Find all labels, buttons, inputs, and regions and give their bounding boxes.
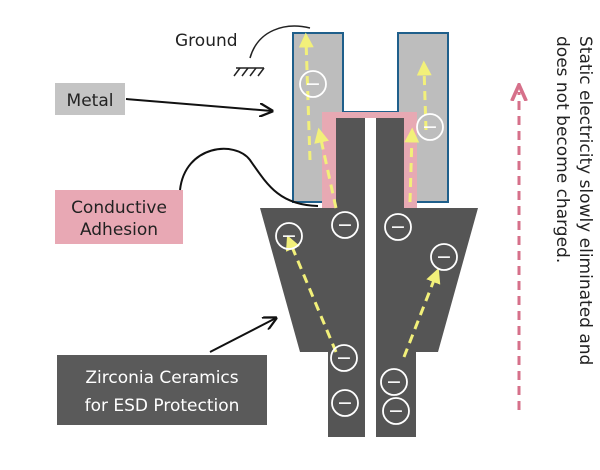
charge-icon: − (275, 222, 303, 250)
svg-text:−: − (388, 400, 404, 422)
static-text-line1: Static electricity slowly eliminated and (575, 36, 595, 365)
svg-text:−: − (337, 392, 353, 414)
conductive-adhesion-layer (322, 112, 417, 210)
conductive-label-line1: Conductive (71, 198, 167, 218)
metal-label: Metal (67, 91, 114, 111)
conductive-adhesion-leader-line (179, 147, 319, 207)
zirconia-label-line2: for ESD Protection (85, 396, 240, 416)
metal-label-box (55, 83, 125, 115)
zirconia-pointer-arrow (209, 318, 276, 353)
flow-arrow-left-upper (298, 32, 314, 161)
flow-arrow-right-upper (416, 60, 432, 131)
svg-text:−: − (390, 216, 406, 238)
charge-icon: − (330, 344, 358, 372)
svg-text:−: − (305, 73, 321, 95)
charge-icon: − (384, 213, 412, 241)
charge-icon: − (382, 397, 410, 425)
static-text-line2: does not become charged. (552, 36, 572, 263)
charge-icon: − (331, 211, 359, 239)
zirconia-label-box (57, 355, 267, 425)
charge-icon: − (430, 243, 458, 271)
svg-text:−: − (436, 246, 452, 268)
conductive-adhesion-label-box (55, 190, 183, 244)
flow-arrow-left-lower (285, 235, 338, 353)
ground-wire (249, 25, 311, 59)
svg-text:−: − (422, 116, 438, 138)
flow-arrow-right-mid (404, 127, 420, 203)
svg-text:−: − (336, 347, 352, 369)
ground-symbol-icon (233, 67, 265, 77)
svg-text:−: − (337, 214, 353, 236)
ground-label: Ground (175, 31, 238, 51)
svg-text:−: − (386, 371, 402, 393)
zirconia-label-line1: Zirconia Ceramics (85, 368, 238, 388)
charge-icon: − (331, 389, 359, 417)
ceramic-center-slot (365, 118, 376, 437)
charge-icon: − (299, 70, 327, 98)
charge-flow-arrows (285, 32, 441, 358)
charge-icon: − (416, 113, 444, 141)
conductive-label-line2: Adhesion (80, 220, 158, 240)
negative-charges: − − − − − − − − − − (275, 70, 458, 425)
metal-pointer-arrow (125, 98, 272, 111)
svg-text:−: − (281, 225, 297, 247)
charge-icon: − (380, 368, 408, 396)
flow-arrow-left-mid (314, 127, 338, 209)
